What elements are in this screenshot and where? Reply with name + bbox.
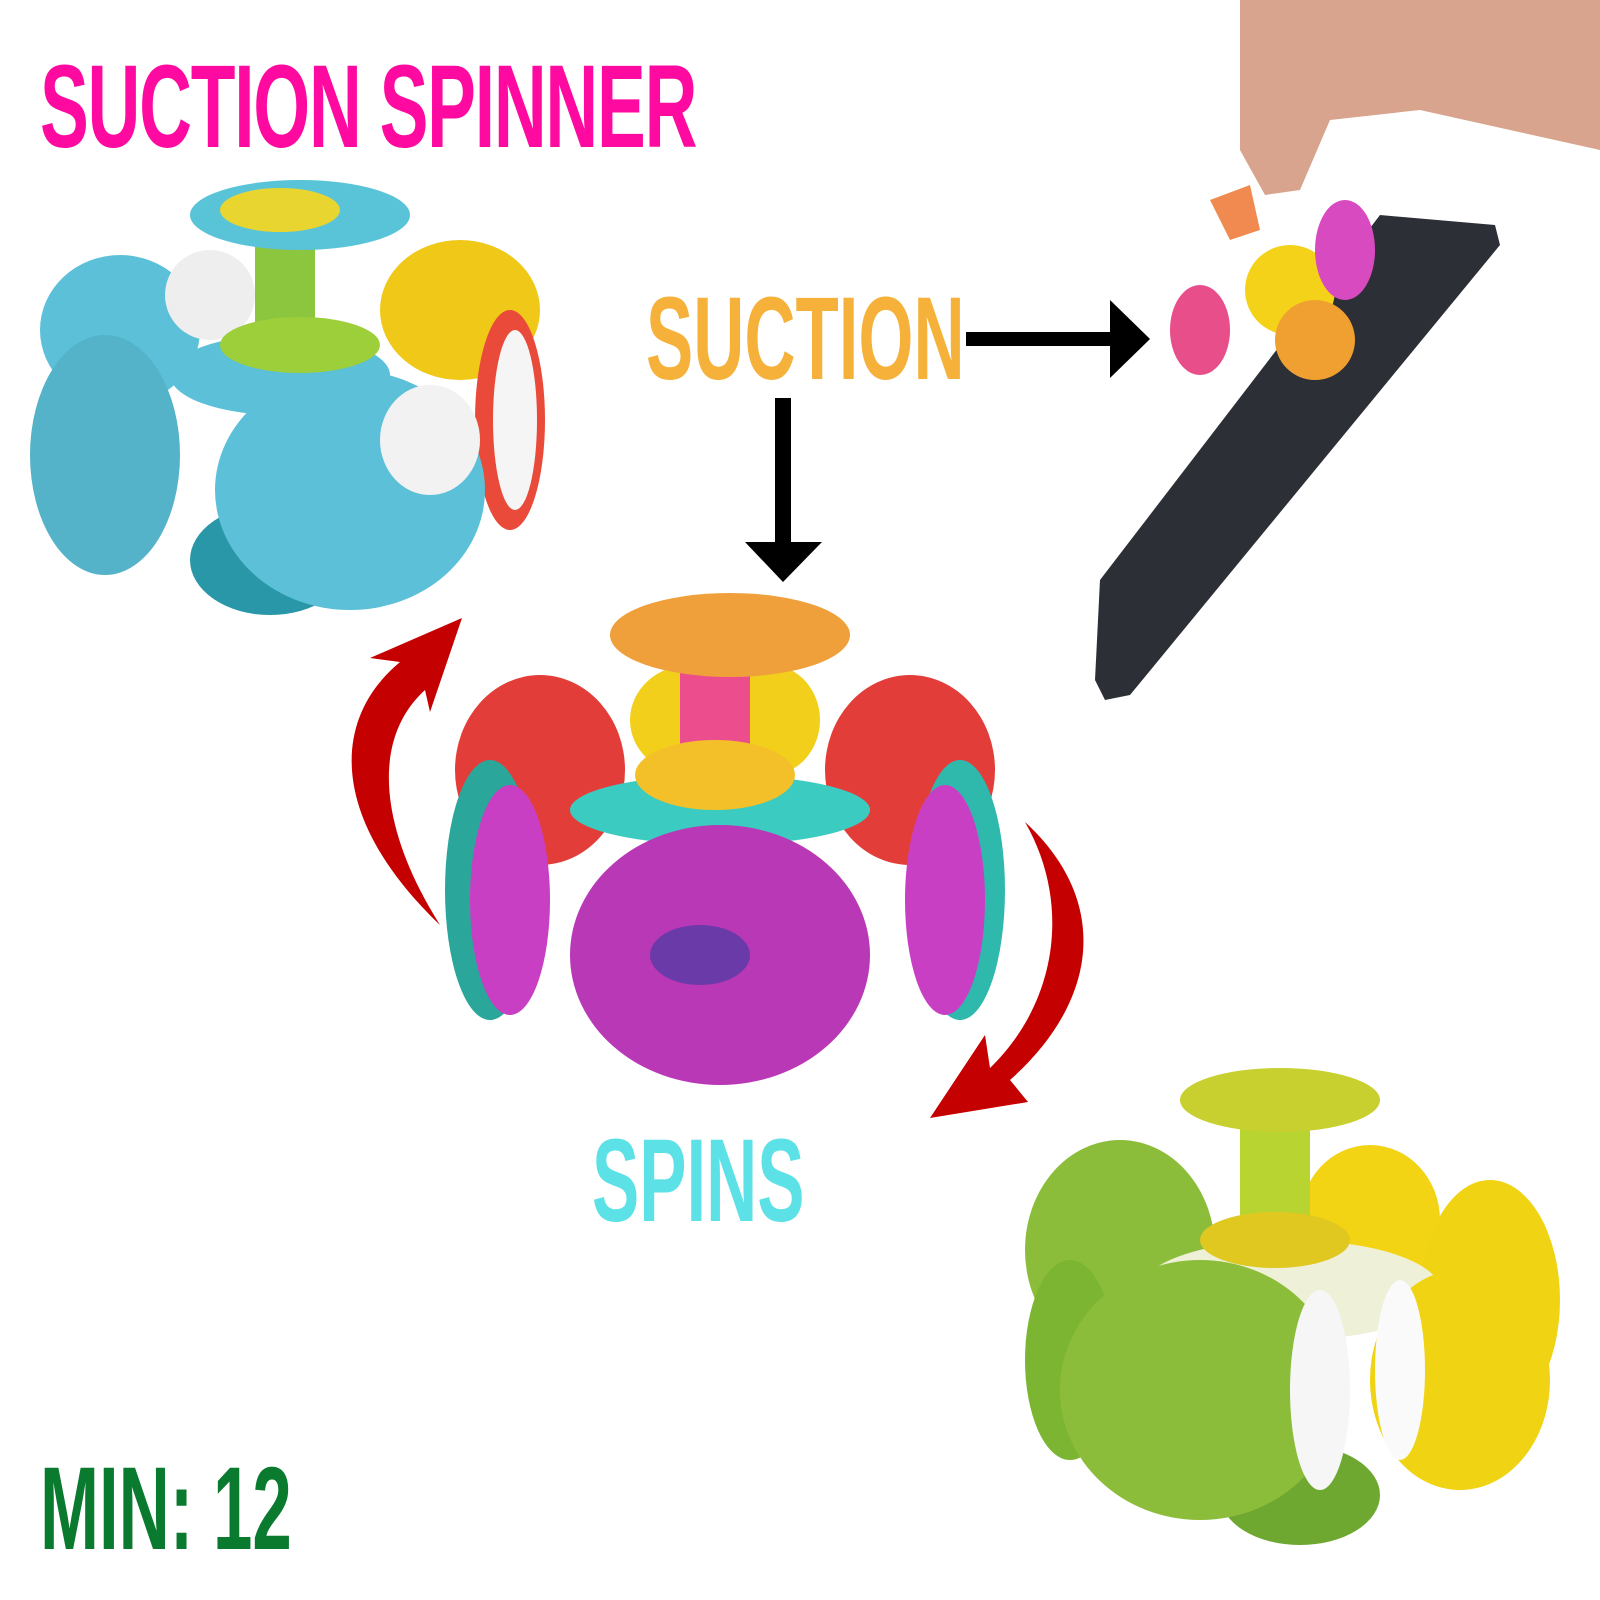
arrow-down-icon (745, 398, 822, 582)
green-spinner-image (1025, 1068, 1560, 1545)
purple-spinner-image (445, 593, 1005, 1085)
minimum-order-label: MIN: 12 (40, 1443, 292, 1575)
product-title: SUCTION SPINNER (40, 41, 697, 173)
phone-with-spinner-image (1095, 0, 1600, 700)
rotation-arrow-right-icon (930, 822, 1084, 1118)
blue-spinner-image (30, 180, 545, 615)
rotation-arrow-left-icon (351, 618, 462, 925)
arrow-right-icon (966, 300, 1150, 378)
spins-label: SPINS (592, 1115, 805, 1247)
suction-label: SUCTION (646, 273, 965, 405)
